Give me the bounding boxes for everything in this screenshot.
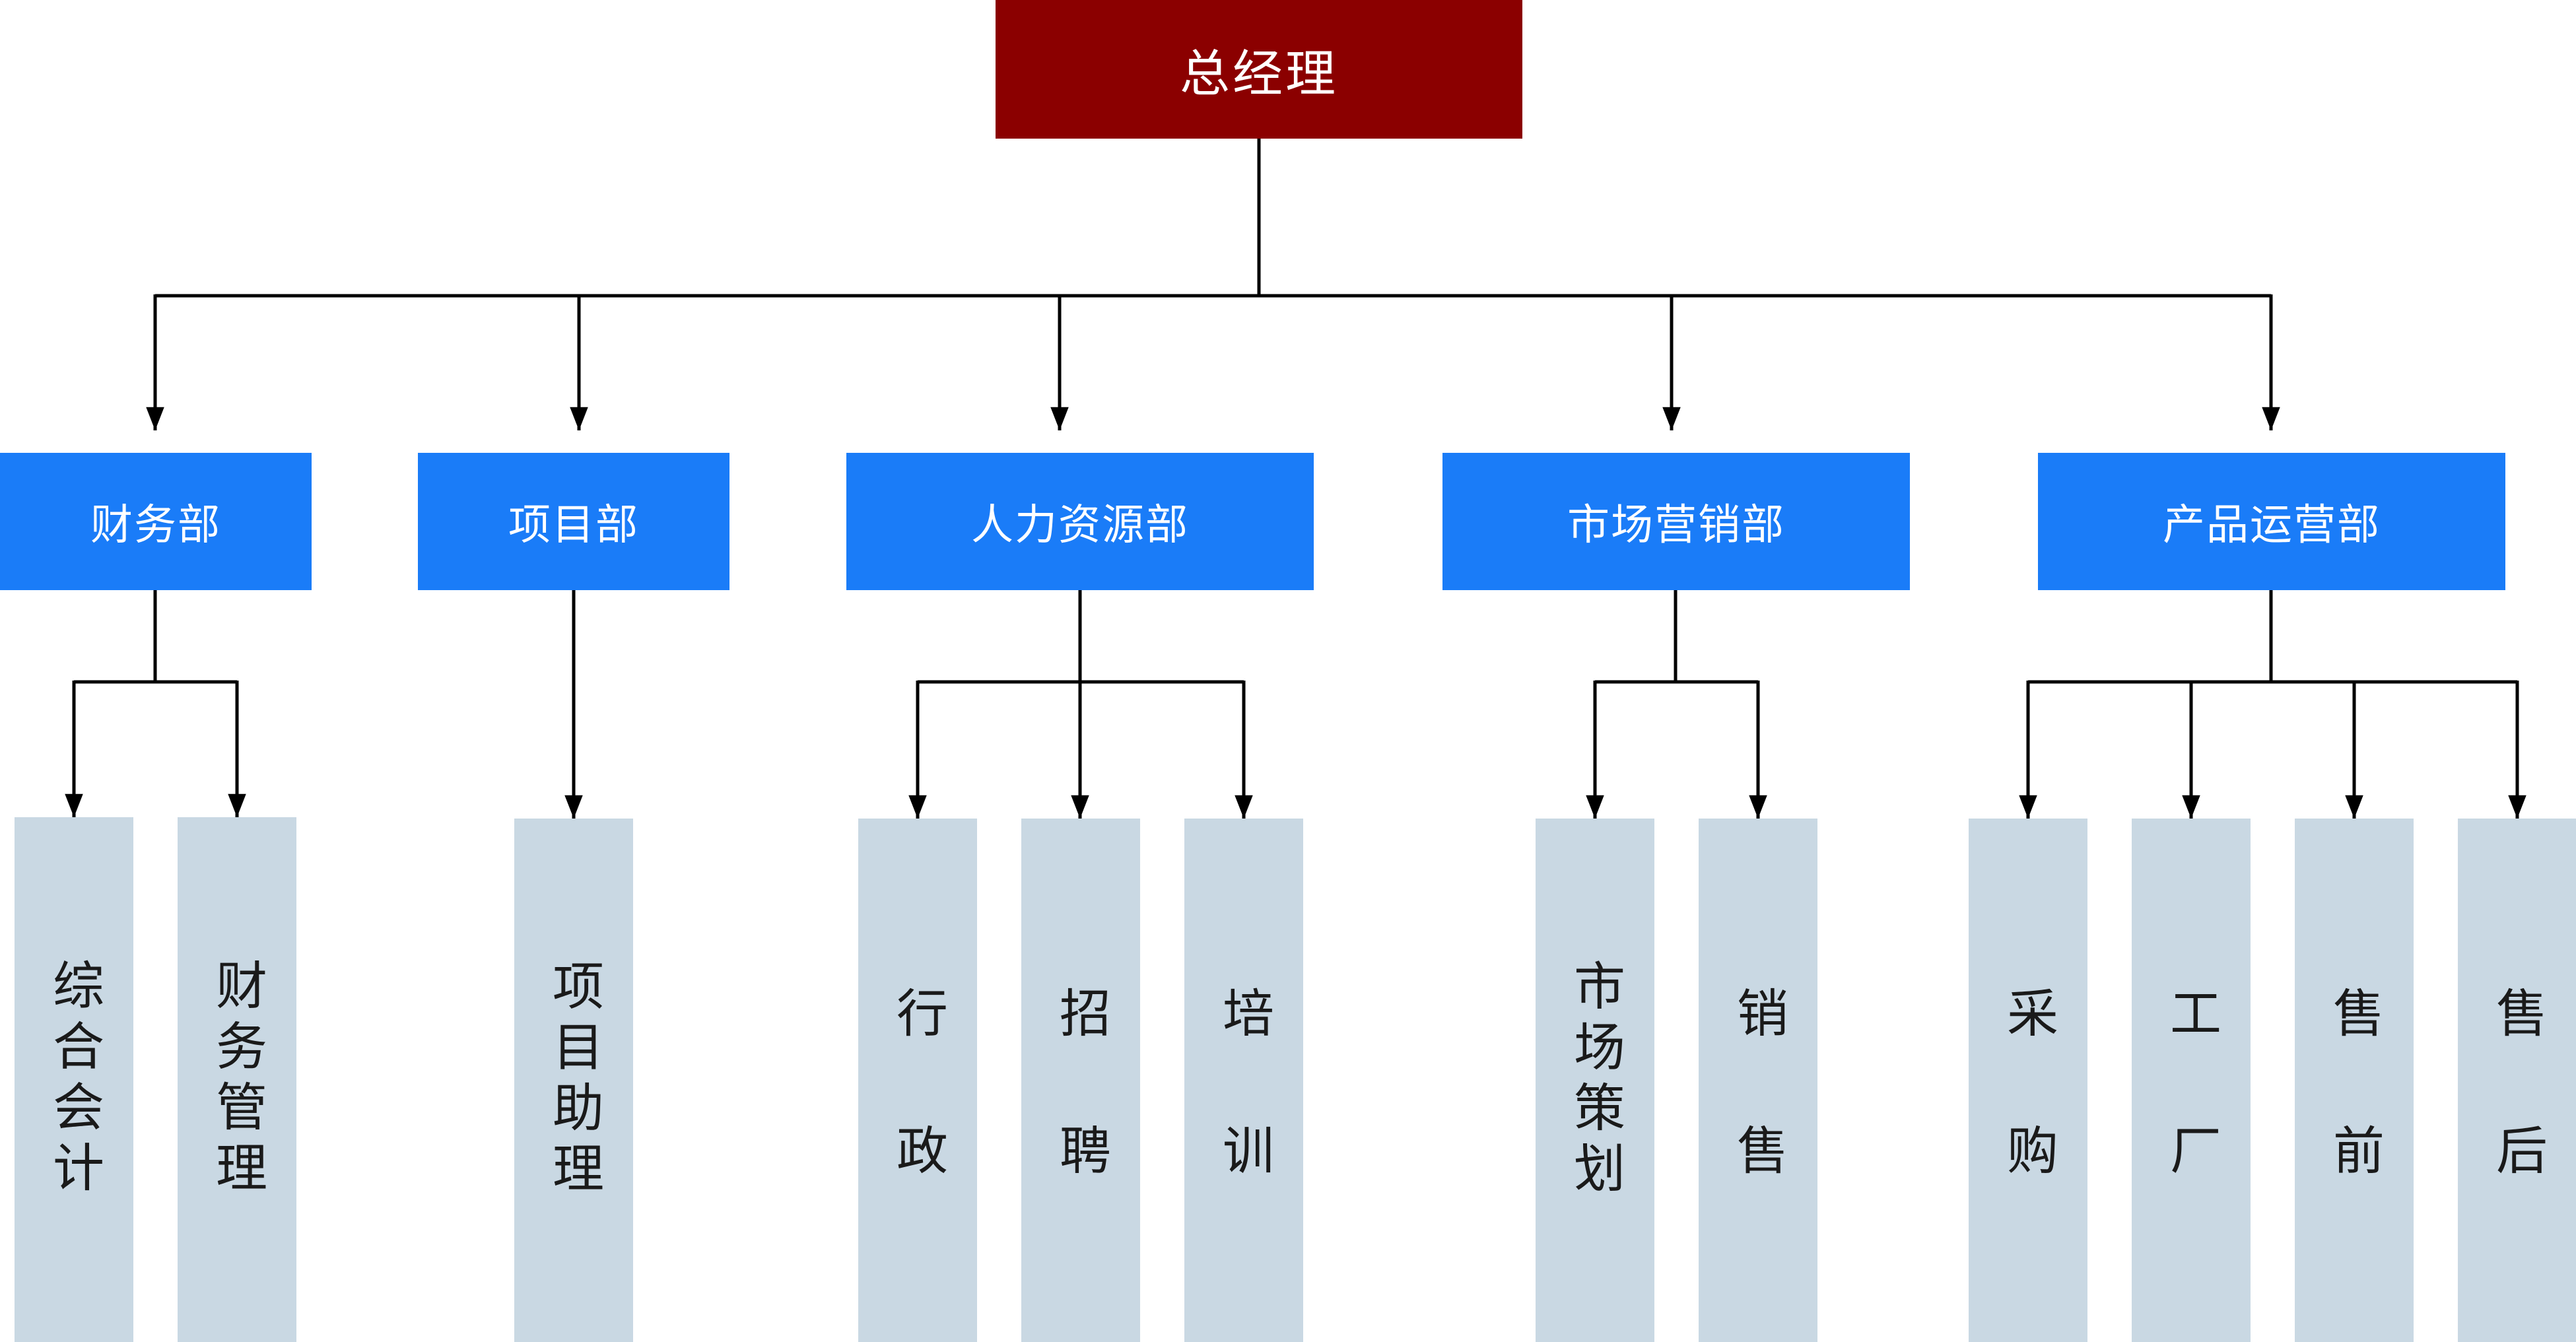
root-node: 总经理 [996,0,1522,139]
role-label: 项目助理 [544,958,603,1202]
arrowhead [1050,407,1069,430]
role-label: 综合会计 [44,958,104,1201]
role-node-procurement: 采购 [1969,819,2087,1342]
arrowhead [2019,795,2037,819]
role-label: 工厂 [2161,986,2221,1261]
arrowhead [146,407,164,430]
role-node-aftersales: 售后 [2458,819,2576,1342]
arrowhead [1662,407,1681,430]
role-label: 招聘 [1051,986,1110,1261]
role-node-training: 培训 [1184,819,1303,1342]
role-label: 售前 [2324,986,2384,1261]
root-label: 总经理 [1180,44,1338,103]
role-label: 培训 [1214,986,1273,1261]
arrowhead [228,793,246,817]
dept-node-product-ops: 产品运营部 [2038,453,2505,590]
arrowhead [564,795,583,819]
role-node-factory: 工厂 [2132,819,2251,1342]
arrowhead [1749,795,1767,819]
dept-node-finance: 财务部 [0,453,312,590]
role-node-recruitment: 招聘 [1021,819,1140,1342]
dept-label: 市场营销部 [1567,501,1785,550]
dept-node-hr: 人力资源部 [846,453,1314,590]
role-label: 采购 [1998,986,2058,1261]
role-label: 售后 [2488,986,2547,1261]
role-node-administration: 行政 [858,819,977,1342]
role-node-finance-management: 财务管理 [178,817,296,1342]
dept-label: 人力资源部 [971,501,1189,550]
role-label: 市场策划 [1565,958,1625,1202]
arrowhead [2508,795,2526,819]
dept-node-marketing: 市场营销部 [1442,453,1910,590]
role-node-market-planning: 市场策划 [1536,819,1654,1342]
role-node-general-accounting: 综合会计 [15,817,133,1342]
arrowhead [2262,407,2280,430]
dept-label: 财务部 [90,501,221,550]
role-label: 财务管理 [207,958,267,1201]
dept-label: 产品运营部 [2163,501,2381,550]
role-label: 销售 [1728,986,1788,1261]
arrowhead [1235,795,1253,819]
role-label: 行政 [888,986,947,1261]
arrowhead [2345,795,2363,819]
arrowhead [2182,795,2200,819]
arrowhead [1071,795,1089,819]
dept-label: 项目部 [508,501,639,550]
arrowhead [570,407,588,430]
dept-node-project: 项目部 [418,453,729,590]
role-node-sales: 销售 [1699,819,1817,1342]
role-node-presales: 售前 [2295,819,2414,1342]
arrowhead [1586,795,1604,819]
role-node-project-assistant: 项目助理 [514,819,633,1342]
arrowhead [908,795,927,819]
arrowhead [65,793,83,817]
